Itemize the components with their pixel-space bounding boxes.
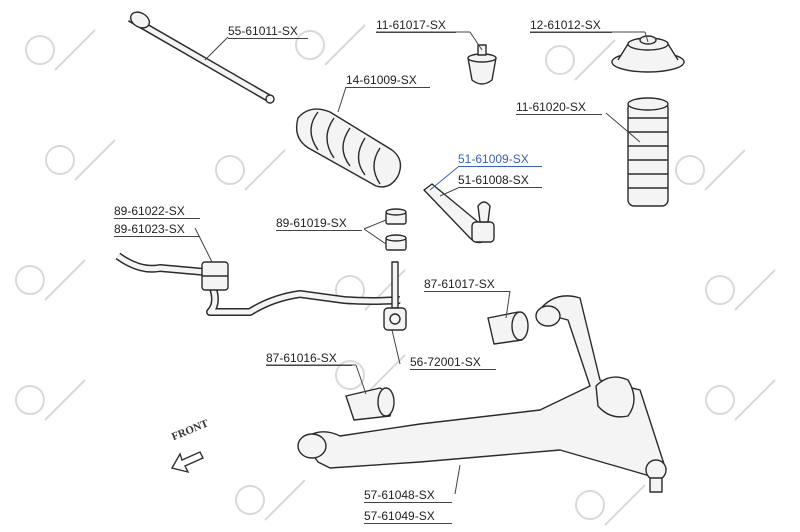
steering-boot-shape [295,108,402,188]
watermark-logo [545,39,616,81]
label-underline [266,365,352,366]
watermark-logo [45,139,116,181]
strut-mount-shape [611,35,685,73]
label-underline [114,236,200,237]
arm-bushing-front-shape [345,387,395,421]
watermark-logo [215,149,286,191]
part-label-highlighted: 51-61009-SX [458,152,529,166]
stab-link-shape [383,261,407,331]
label-underline [276,230,362,231]
watermark-logo [675,149,746,191]
label-underline [410,369,496,370]
watermark-logo [705,269,776,311]
shock-boot-shape [627,97,669,207]
watermark-logo [25,29,96,71]
stabilizer-bar-shape [115,252,401,316]
label-underline [458,166,542,167]
part-label: 14-61009-SX [346,73,417,87]
control-arm-shape [297,295,667,493]
label-underline [516,114,602,115]
part-label: 89-61019-SX [276,216,347,230]
label-underline [376,32,456,33]
part-label: 51-61008-SX [458,173,529,187]
front-arrow-icon [170,451,204,474]
watermark-logo [15,379,86,421]
label-underline [114,218,200,219]
part-label: 87-61016-SX [266,351,337,365]
part-label: 12-61012-SX [530,18,601,32]
watermark-logo [295,24,366,66]
part-label: 57-61049-SX [364,509,435,523]
label-underline [458,187,542,188]
label-underline [228,38,308,39]
watermark-logo [235,479,306,521]
label-underline [530,32,612,33]
part-label: 11-61017-SX [376,18,446,32]
leader-lines [194,31,649,495]
part-label: 89-61022-SX [114,204,185,218]
watermark-logo [15,259,86,301]
part-label: 11-61020-SX [516,100,586,114]
part-label: 89-61023-SX [114,222,185,236]
label-underline [364,502,452,503]
label-underline [424,291,510,292]
stab-bushing-shape [201,261,229,291]
part-label: 56-72001-SX [410,355,481,369]
tie-rod-end-shape [423,183,495,244]
watermark-logo [705,379,776,421]
watermark-logo [335,354,406,396]
part-label: 87-61017-SX [424,277,495,291]
link-bushing-shape [385,208,407,251]
tie-rod-shape [127,11,275,104]
part-label: 57-61048-SX [364,488,435,502]
watermark-logo [575,484,646,526]
arm-bushing-rear-shape [487,311,529,345]
part-label: 55-61011-SX [228,24,298,38]
bump-stop-shape [467,44,497,85]
label-underline [346,87,430,88]
label-underline [364,523,452,524]
